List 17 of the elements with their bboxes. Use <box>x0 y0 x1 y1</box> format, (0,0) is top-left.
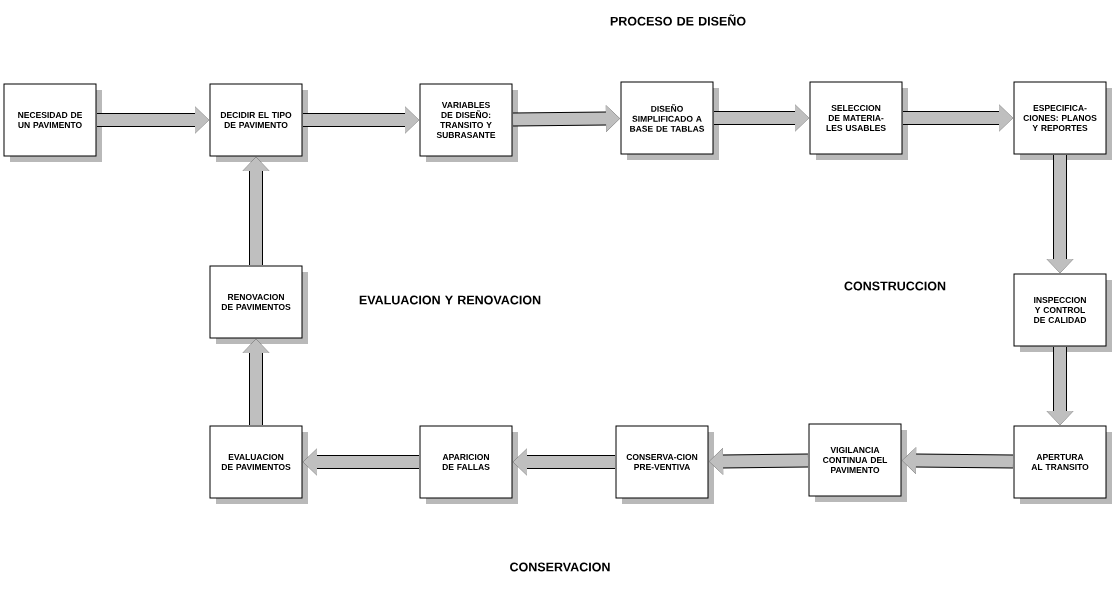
section-label: PROCESO DE DISEÑO <box>610 14 746 26</box>
process-box: NECESIDAD DE UN PAVIMENTO <box>3 83 102 162</box>
section-label: EVALUACION Y RENOVACION <box>359 295 541 305</box>
process-box: APARICION DE FALLAS <box>419 425 518 504</box>
process-box: INSPECCION Y CONTROL DE CALIDAD <box>1013 273 1112 352</box>
section-label: CONSTRUCCION <box>844 281 946 291</box>
process-box: DECIDIR EL TIPO DE PAVIMENTO <box>209 83 308 162</box>
process-box: VARIABLES DE DISEÑO: TRANSITO Y SUBRASANTE <box>419 83 518 162</box>
process-box: RENOVACION DE PAVIMENTOS <box>209 265 308 344</box>
process-box: APERTURA AL TRANSITO <box>1013 425 1112 504</box>
section-label: CONSERVACION <box>510 562 610 572</box>
process-box: VIGILANCIA CONTINUA DEL PAVIMENTO <box>808 423 907 502</box>
process-box: CONSERVA-CION PRE-VENTIVA <box>615 425 714 504</box>
process-box: SELECCION DE MATERIA-LES USABLES <box>809 81 908 160</box>
process-box: EVALUACION DE PAVIMENTOS <box>209 425 308 504</box>
process-box: DISEÑO SIMPLIFICADO A BASE DE TABLAS <box>620 81 719 160</box>
process-box: ESPECIFICA-CIONES: PLANOS Y REPORTES <box>1013 81 1112 160</box>
